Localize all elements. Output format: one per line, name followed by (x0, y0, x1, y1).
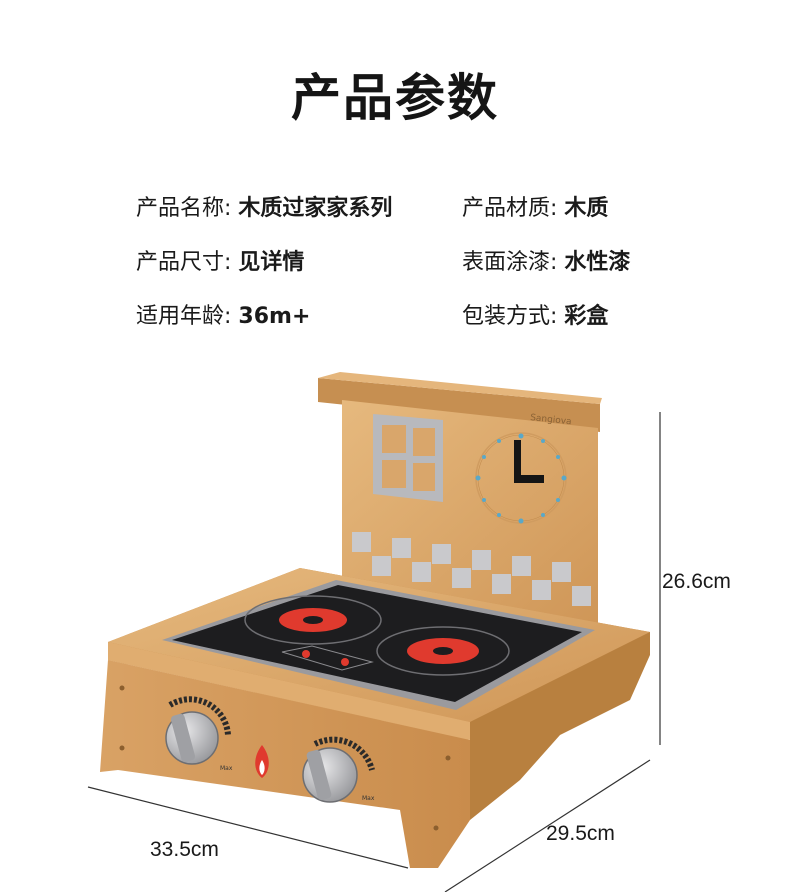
spec-value: 36m+ (238, 304, 311, 329)
spec-label: 产品尺寸: (136, 250, 232, 275)
spec-value: 木质过家家系列 (238, 196, 393, 221)
dimension-width: 33.5cm (150, 838, 219, 861)
touch-controls (281, 645, 374, 671)
spec-label: 产品名称: (136, 196, 232, 221)
burner-left (244, 595, 382, 645)
checker-tiles (352, 532, 591, 606)
knob-max-label: Max (362, 795, 375, 802)
page-title: 产品参数 (291, 69, 499, 127)
spec-value: 见详情 (238, 250, 305, 275)
burner-right (376, 626, 510, 676)
clock-icon (475, 432, 567, 524)
dimension-lines (87, 412, 661, 892)
spec-product-name: 产品名称: 木质过家家系列 (136, 190, 392, 222)
flame-icon (255, 745, 269, 778)
knob-left: Max (165, 696, 233, 772)
knob-right: Max (302, 736, 375, 803)
brand-text: Sangiova (530, 413, 572, 427)
dimension-depth: 29.5cm (546, 822, 615, 845)
cooktop (162, 580, 595, 710)
window-icon (373, 414, 443, 502)
spec-value: 彩盒 (564, 304, 609, 329)
spec-label: 产品材质: (462, 196, 558, 221)
spec-value: 水性漆 (564, 250, 631, 275)
spec-packaging: 包装方式: 彩盒 (462, 298, 608, 330)
spec-size: 产品尺寸: 见详情 (136, 244, 304, 276)
dimension-height: 26.6cm (662, 570, 731, 593)
spec-value: 木质 (564, 196, 609, 221)
spec-finish: 表面涂漆: 水性漆 (462, 244, 630, 276)
depth-line (444, 759, 651, 892)
spec-age: 适用年龄: 36m+ (136, 298, 310, 330)
back-panel: Sangiova (318, 372, 602, 628)
width-line (87, 786, 409, 869)
knob-max-label: Max (220, 765, 233, 772)
spec-label: 适用年龄: (136, 304, 232, 329)
spec-material: 产品材质: 木质 (462, 190, 608, 222)
spec-label: 包装方式: (462, 304, 558, 329)
spec-label: 表面涂漆: (462, 250, 558, 275)
